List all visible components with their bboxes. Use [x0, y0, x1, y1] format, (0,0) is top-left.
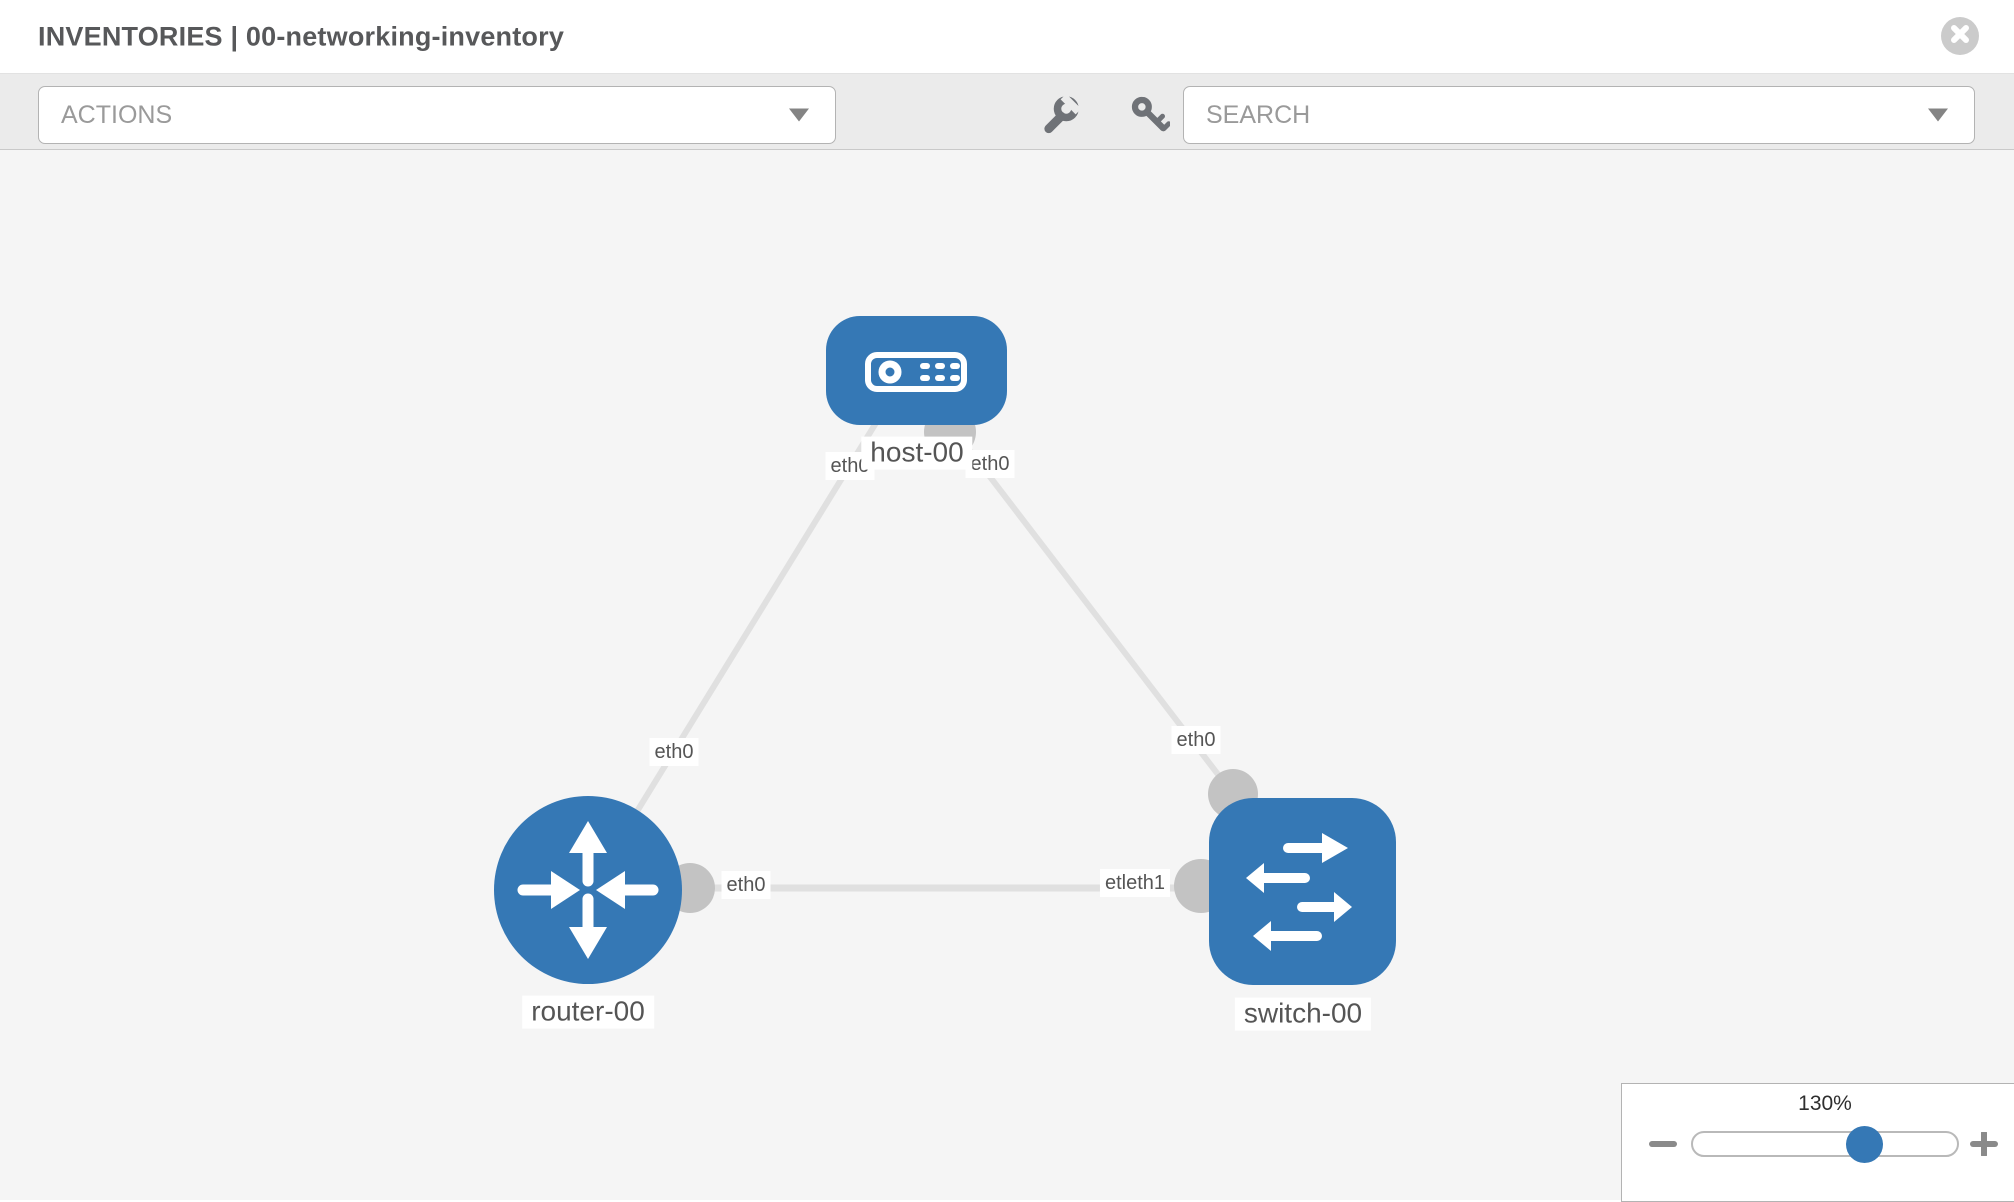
- wrench-icon[interactable]: [1040, 93, 1082, 135]
- page-title: INVENTORIES | 00-networking-inventory: [38, 21, 565, 51]
- link-host-router[interactable]: [609, 416, 882, 854]
- chevron-down-icon: [1928, 108, 1948, 122]
- chevron-down-icon: [789, 108, 809, 122]
- close-icon: [1941, 15, 1979, 58]
- zoom-in-button[interactable]: [1969, 1130, 1999, 1158]
- zoom-level: 130%: [1798, 1092, 1852, 1115]
- node-label-switch: switch-00: [1234, 997, 1372, 1031]
- zoom-out-button[interactable]: [1648, 1132, 1678, 1156]
- title-bar: INVENTORIES | 00-networking-inventory: [0, 0, 2014, 74]
- actions-dropdown[interactable]: ACTIONS: [38, 86, 836, 144]
- toolbar-tools: [1040, 86, 1172, 144]
- zoom-slider-handle[interactable]: [1846, 1126, 1883, 1163]
- node-switch[interactable]: [1209, 798, 1396, 985]
- zoom-panel: 130%: [1621, 1083, 2014, 1202]
- port-label: eth0: [965, 450, 1015, 478]
- close-button[interactable]: [1941, 17, 1979, 55]
- server-icon: [865, 352, 967, 392]
- topology-canvas[interactable]: eth0 eth0 eth0 eth0 eth0 etleth1 host-00…: [0, 150, 2014, 1202]
- router-arrows-icon: [517, 821, 659, 959]
- node-label-router: router-00: [522, 995, 654, 1029]
- actions-dropdown-label: ACTIONS: [61, 100, 173, 129]
- node-router[interactable]: [494, 796, 682, 984]
- zoom-slider-track[interactable]: [1691, 1131, 1959, 1157]
- links: [609, 416, 1236, 892]
- port-label: eth0: [721, 871, 771, 899]
- switch-arrows-icon: [1246, 833, 1352, 951]
- toolbar: ACTIONS SEARCH: [0, 74, 2014, 151]
- node-host[interactable]: [826, 316, 1007, 425]
- topology-graph: [494, 316, 1396, 985]
- port-label: eth0: [1171, 726, 1221, 754]
- node-label-host: host-00: [861, 436, 973, 470]
- ports: [665, 406, 1258, 913]
- key-icon[interactable]: [1130, 95, 1172, 135]
- search-dropdown-label: SEARCH: [1206, 100, 1311, 129]
- search-dropdown[interactable]: SEARCH: [1183, 86, 1975, 144]
- port-label: etleth1: [1099, 869, 1171, 897]
- port-label: eth0: [649, 738, 699, 766]
